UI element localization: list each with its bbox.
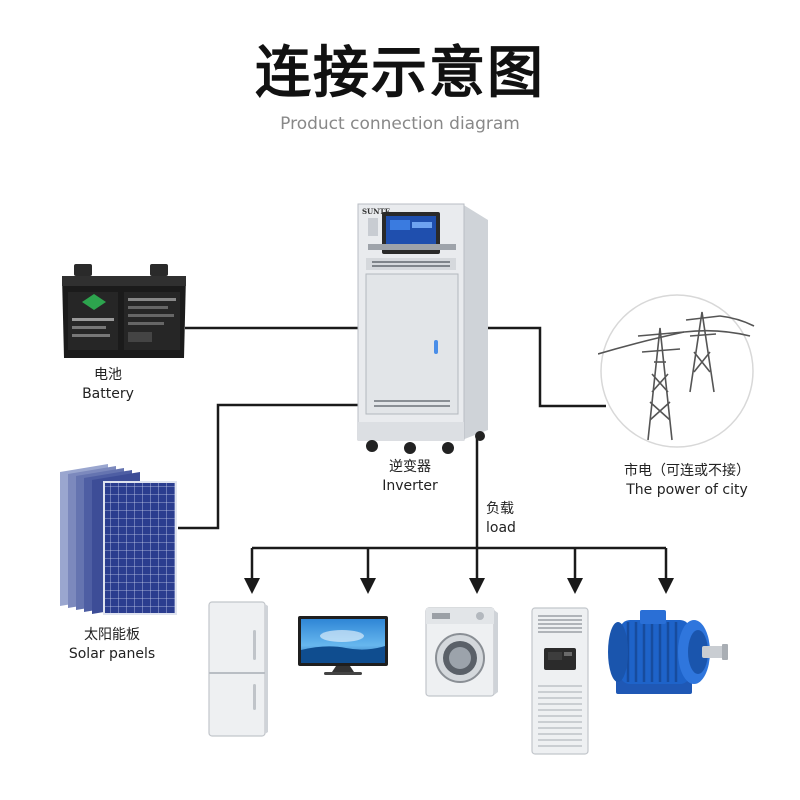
grid-label-cn: 市电（可连或不接） — [624, 463, 750, 479]
inverter-label: 逆变器 Inverter — [370, 458, 450, 496]
refrigerator-icon — [208, 601, 268, 737]
load-label: 负载 load — [486, 500, 516, 538]
power-tower-icon — [598, 294, 755, 448]
page-title: 连接示意图 — [255, 41, 545, 106]
solar-label-cn: 太阳能板 — [84, 627, 140, 643]
solar-panel-icon — [60, 464, 177, 615]
load-label-en: load — [486, 520, 516, 536]
battery-icon — [62, 264, 186, 358]
television-icon — [298, 616, 388, 675]
air-conditioner-icon — [531, 607, 589, 755]
solar-label: 太阳能板 Solar panels — [60, 626, 164, 664]
arrow-motor — [658, 578, 674, 594]
inverter-cabinet-icon: SUNTE — [357, 203, 488, 454]
inverter-label-cn: 逆变器 — [389, 459, 431, 475]
battery-label-cn: 电池 — [94, 367, 122, 383]
washing-machine-icon — [425, 607, 498, 697]
arrow-ac — [567, 578, 583, 594]
grid-label: 市电（可连或不接） The power of city — [612, 462, 762, 500]
solar-label-en: Solar panels — [68, 646, 156, 662]
page-subtitle: Product connection diagram — [280, 114, 520, 134]
wire-solar-inverter — [178, 403, 360, 530]
grid-label-en: The power of city — [626, 482, 748, 498]
inverter-label-en: Inverter — [382, 478, 438, 494]
arrow-washer — [469, 578, 485, 594]
battery-label-en: Battery — [82, 386, 134, 402]
load-label-cn: 负载 — [486, 501, 514, 517]
wire-inverter-grid — [486, 326, 606, 408]
arrow-tv — [360, 578, 376, 594]
arrow-fridge — [244, 578, 260, 594]
battery-label: 电池 Battery — [68, 366, 148, 404]
electric-motor-icon — [608, 610, 728, 694]
inverter-brand: SUNTE — [362, 207, 390, 216]
